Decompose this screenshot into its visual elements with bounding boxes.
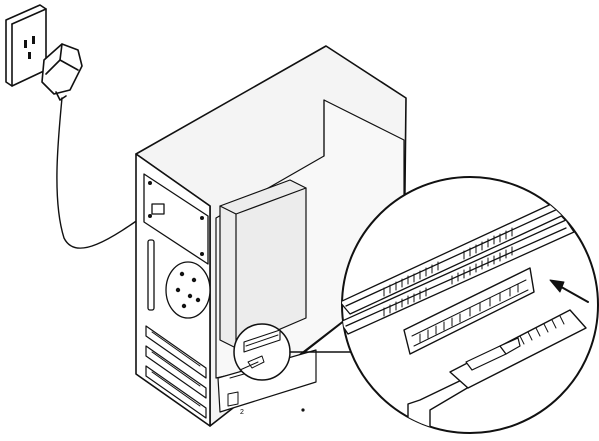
- rear-port-mark: 2: [240, 409, 244, 416]
- slot-highlight-circle: [233, 323, 291, 381]
- case-power-socket: [151, 203, 165, 215]
- slot-bar: [147, 239, 155, 311]
- drive-bay: [219, 179, 307, 349]
- wall-socket-icon: [5, 4, 47, 87]
- rear-io-plate: [143, 173, 209, 265]
- magnifier-callout-icon: [341, 176, 599, 434]
- pcie-card-icon: [407, 309, 587, 433]
- power-cable: [56, 97, 153, 249]
- insert-arrow-icon: [549, 279, 589, 303]
- fan-grill-icon: [165, 261, 211, 319]
- power-adapter-icon: [41, 43, 83, 101]
